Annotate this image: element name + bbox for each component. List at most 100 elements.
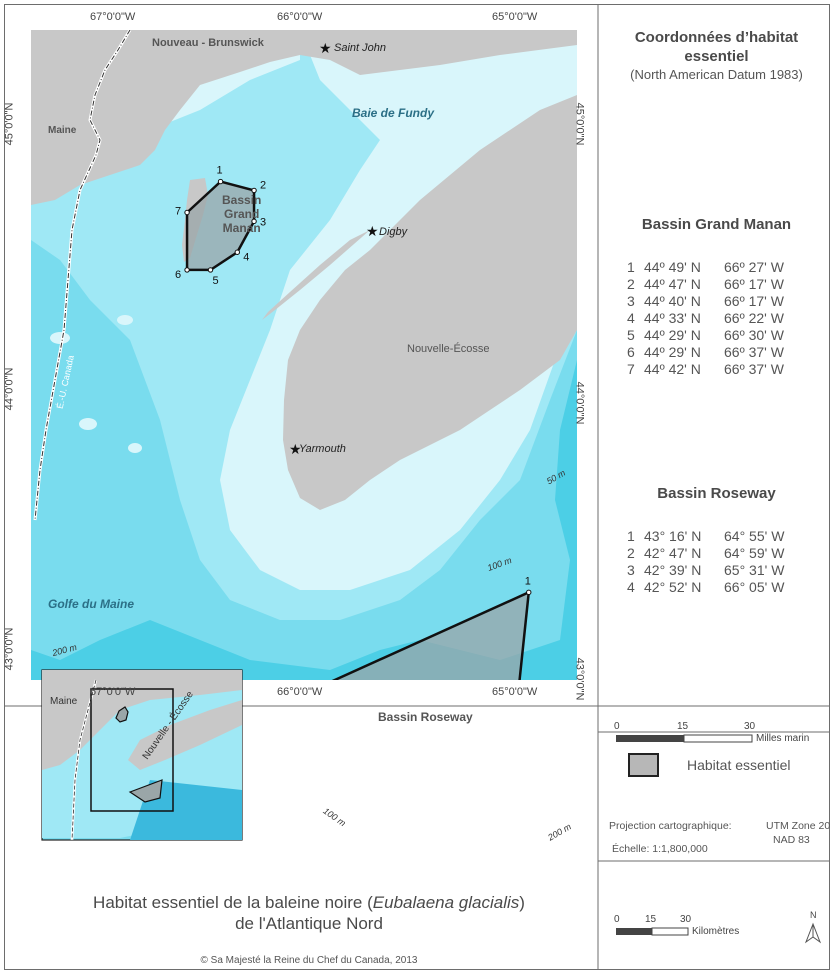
map-title-line1: Habitat essentiel de la baleine noire (E… xyxy=(20,892,598,913)
roseway-coord-lat: 42° 52' N xyxy=(644,579,702,595)
star-icon: ★ xyxy=(319,40,332,56)
map-title: Habitat essentiel de la baleine noire (E… xyxy=(20,892,598,934)
grand-manan-coord-lon: 66º 30' W xyxy=(724,327,784,343)
grand-manan-coord-lon: 66º 17' W xyxy=(724,293,784,309)
roseway-coord-lat: 42° 39' N xyxy=(644,562,702,578)
gm-line2: Grand xyxy=(224,207,260,221)
grand-manan-coord-row: 1 44º 49' N 66º 27' W xyxy=(627,259,784,276)
grand-manan-vertex-label: 6 xyxy=(175,269,181,281)
roseway-coord-idx: 2 xyxy=(627,545,635,561)
grand-manan-vertex xyxy=(217,178,224,185)
inset-map-detail xyxy=(41,669,243,841)
right-lat-2: 44°0'0"N xyxy=(573,381,586,425)
grand-manan-coord-lon: 66º 37' W xyxy=(724,344,784,360)
grand-manan-coord-lon: 66º 37' W xyxy=(724,361,784,377)
label-roseway-area: Bassin Roseway xyxy=(378,710,473,724)
grand-manan-coord-lon: 66º 17' W xyxy=(724,276,784,292)
label-maine: Maine xyxy=(48,125,77,136)
km-tick-0: 0 xyxy=(614,914,620,925)
label-yarmouth: Yarmouth xyxy=(299,443,346,455)
grand-manan-coord-idx: 2 xyxy=(627,276,635,292)
nm-unit: Milles marin xyxy=(756,733,810,744)
inset-roseway xyxy=(128,779,163,803)
left-lat-1: 45°0'0"N xyxy=(3,102,16,146)
grand-manan-vertex-label: 3 xyxy=(260,216,266,228)
grand-manan-coord-idx: 3 xyxy=(627,293,635,309)
left-lat-3: 43°0'0"N xyxy=(3,627,16,671)
left-lat-2: 44°0'0"N xyxy=(3,367,16,411)
roseway-title: Bassin Roseway xyxy=(657,485,776,502)
map-frame xyxy=(4,4,830,970)
roseway-coord-lon: 65° 31' W xyxy=(724,562,785,578)
title-part1: Habitat essentiel de la baleine noire ( xyxy=(93,893,373,912)
sidebar-title-line1: Coordonnées d’habitat xyxy=(634,29,799,46)
island-4 xyxy=(128,443,142,453)
sidebar-datum: (North American Datum 1983) xyxy=(630,67,803,82)
right-lat-3: 43°0'0"N xyxy=(573,657,586,701)
nm-tick-30: 30 xyxy=(744,721,756,732)
north-label: N xyxy=(810,910,817,920)
title-part2: ) xyxy=(519,893,525,912)
inset-extent-box xyxy=(90,688,174,812)
roseway-vertex xyxy=(526,589,532,596)
grand-manan-coord-lat: 44º 40' N xyxy=(644,293,701,309)
gm-line1: Bassin xyxy=(222,193,262,207)
label-grand-manan-area: Bassin Grand Manan xyxy=(222,193,261,235)
label-nouvelle-ecosse: Nouvelle-Écosse xyxy=(407,343,490,355)
legend-habitat-swatch xyxy=(628,753,659,777)
roseway-coord-idx: 3 xyxy=(627,562,635,578)
roseway-coord-idx: 4 xyxy=(627,579,635,595)
grand-manan-vertex xyxy=(184,209,190,216)
grand-manan-vertex-label: 4 xyxy=(243,251,249,263)
grand-manan-coord-idx: 1 xyxy=(627,259,635,275)
grand-manan-coord-lat: 44º 49' N xyxy=(644,259,701,275)
km-unit: Kilomètres xyxy=(692,926,740,937)
map-title-line2: de l'Atlantique Nord xyxy=(235,914,383,933)
land-nova-scotia xyxy=(283,95,577,510)
grand-manan-title: Bassin Grand Manan xyxy=(641,216,792,233)
habitat-roseway[interactable] xyxy=(294,590,531,755)
title-species: Eubalaena glacialis xyxy=(372,893,520,912)
projection-value: UTM Zone 20 xyxy=(766,820,831,832)
grand-manan-coord-idx: 6 xyxy=(627,344,635,360)
grand-manan-vertex xyxy=(184,267,190,273)
label-digby: Digby xyxy=(379,226,408,238)
grand-manan-coord-row: 2 44º 47' N 66º 17' W xyxy=(627,276,784,293)
label-baie-de-fundy: Baie de Fundy xyxy=(352,106,435,120)
inset-grand-manan xyxy=(115,706,129,723)
grand-manan-coord-lat: 44º 47' N xyxy=(644,276,701,292)
grand-manan-vertex-label: 5 xyxy=(213,275,219,287)
sidebar-title-line2: essentiel xyxy=(684,48,749,65)
grand-manan-coord-lon: 66º 27' W xyxy=(724,259,784,275)
grand-manan-coord-idx: 5 xyxy=(627,327,635,343)
habitat-grand-manan[interactable] xyxy=(185,180,256,272)
right-lat-1: 45°0'0"N xyxy=(573,102,586,146)
grand-manan-vertex-label: 2 xyxy=(260,179,266,191)
grand-manan-coord-lat: 44º 29' N xyxy=(644,344,701,360)
grand-manan-vertex-label: 7 xyxy=(175,206,181,218)
projection-label: Projection cartographique: xyxy=(609,820,732,832)
land-digby-neck xyxy=(262,230,370,320)
star-icon: ★ xyxy=(366,223,379,239)
grand-manan-coord-row: 6 44º 29' N 66º 37' W xyxy=(627,344,784,361)
legend-habitat-label: Habitat essentiel xyxy=(687,757,791,773)
grand-manan-coord-idx: 4 xyxy=(627,310,635,326)
top-lon-2: 66°0'0"W xyxy=(277,11,323,23)
roseway-coord-lon: 64° 59' W xyxy=(724,545,785,561)
north-arrow-icon xyxy=(804,922,822,944)
grand-manan-coord-row: 3 44º 40' N 66º 17' W xyxy=(627,293,784,310)
land-new-brunswick-maine xyxy=(31,30,577,205)
datum-value: NAD 83 xyxy=(773,834,810,846)
roseway-coord-lat: 43° 16' N xyxy=(644,528,702,544)
grand-manan-coord-lat: 44º 33' N xyxy=(644,310,701,326)
